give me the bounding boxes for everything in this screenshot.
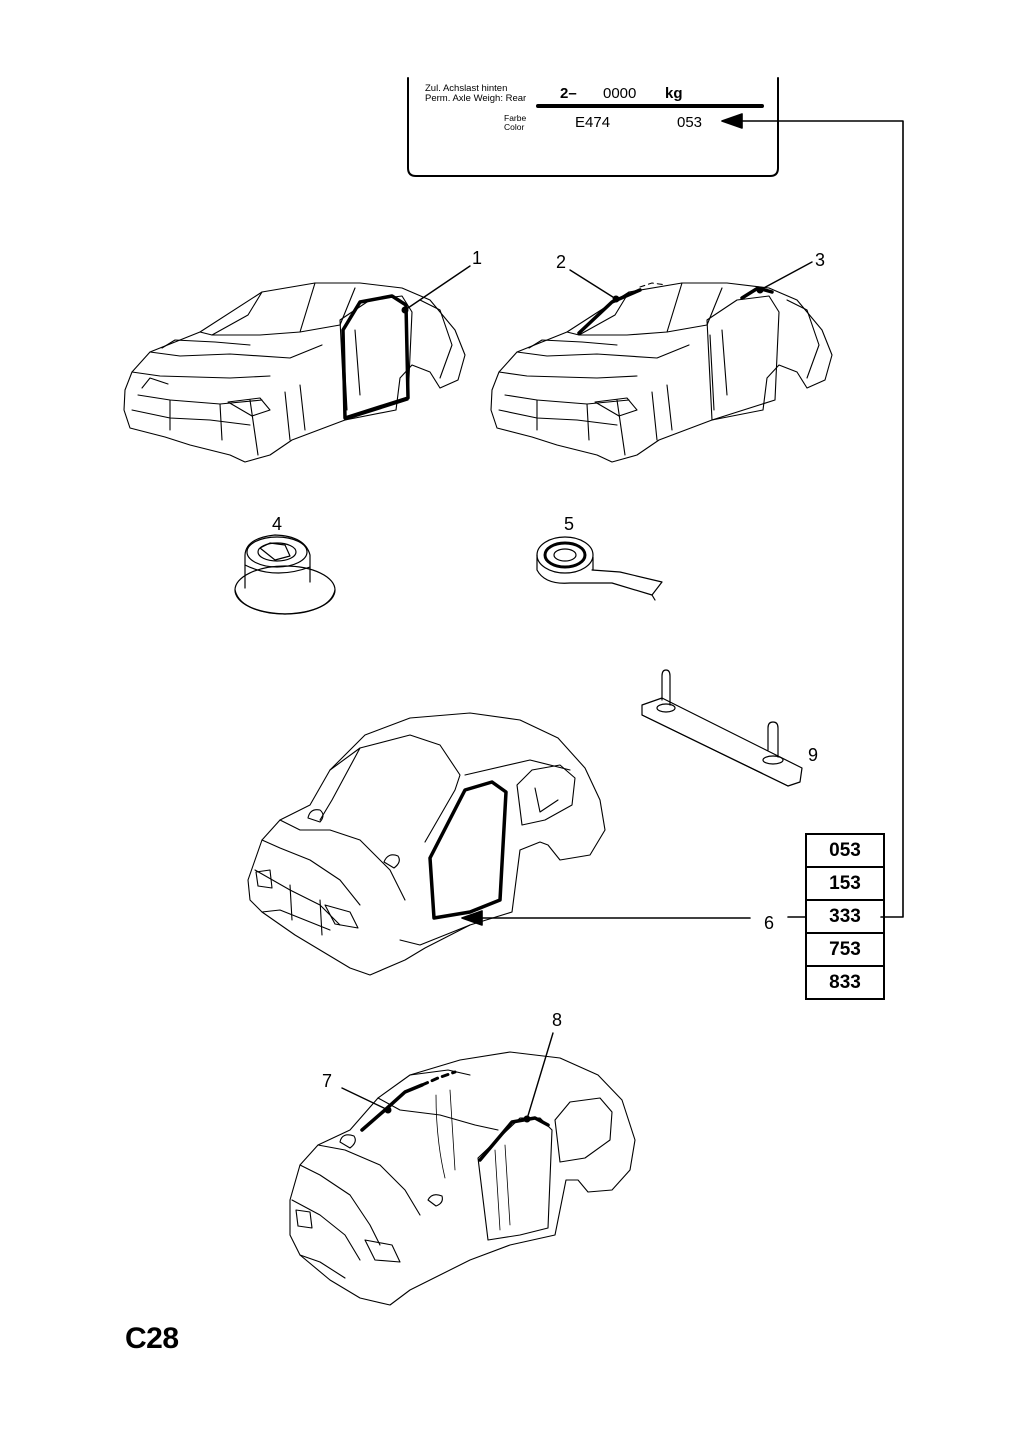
color-code-cell: 833 <box>807 967 883 1000</box>
plate-color-number: 053 <box>677 114 703 131</box>
plate-color-en: Color <box>504 122 525 132</box>
callout-3: 3 <box>815 250 826 270</box>
callout-4: 4 <box>272 514 283 534</box>
plate-color-de: Farbe <box>504 113 527 123</box>
body-shell-3 <box>247 712 606 976</box>
door-seal-8-highlight <box>478 1116 550 1162</box>
leader-plate-to-codes <box>721 113 904 918</box>
callout-5: 5 <box>564 514 575 534</box>
plate-line1-en: Perm. Axle Weigh: Rear <box>425 93 527 104</box>
windscreen-seal-highlight <box>577 288 642 335</box>
color-code-cell: 053 <box>807 835 883 868</box>
color-code-cell: 753 <box>807 934 883 967</box>
leader-1 <box>404 265 471 311</box>
door-seal-1-highlight <box>341 294 410 420</box>
part-5-tape-roll <box>536 536 663 601</box>
callout-8: 8 <box>552 1010 563 1030</box>
callout-6: 6 <box>764 913 775 933</box>
leader-7 <box>341 1087 389 1111</box>
callout-1: 1 <box>472 248 483 268</box>
callout-7: 7 <box>322 1071 333 1091</box>
page-code: C28 <box>125 1322 179 1355</box>
part-9-stud-bracket <box>641 669 803 787</box>
windscreen-seal-7-highlight <box>360 1083 424 1132</box>
body-shell-2 <box>490 282 833 463</box>
plate-axle-prefix: 2– <box>560 85 577 102</box>
door-seal-6-highlight <box>428 780 508 920</box>
leader-8 <box>526 1032 554 1120</box>
plate-axle-unit: kg <box>665 85 683 102</box>
body-shell-1 <box>123 282 466 463</box>
plate-color-code: E474 <box>575 114 611 131</box>
color-code-cell: 153 <box>807 868 883 901</box>
roof-dashed-7 <box>420 1070 457 1087</box>
callout-9: 9 <box>808 745 819 765</box>
plate-axle-value: 0000 <box>603 85 637 102</box>
leader-3 <box>759 261 813 291</box>
callout-2: 2 <box>556 252 567 272</box>
color-code-table: 053 153 333 753 833 <box>805 833 885 1000</box>
plate-line1-de: Zul. Achslast hinten <box>425 83 508 94</box>
leader-6 <box>461 910 806 926</box>
part-4-grommet <box>234 534 336 615</box>
color-code-cell: 333 <box>807 901 883 934</box>
label-plate <box>407 77 779 177</box>
body-shell-4 <box>289 1051 636 1306</box>
leader-2 <box>569 269 617 300</box>
